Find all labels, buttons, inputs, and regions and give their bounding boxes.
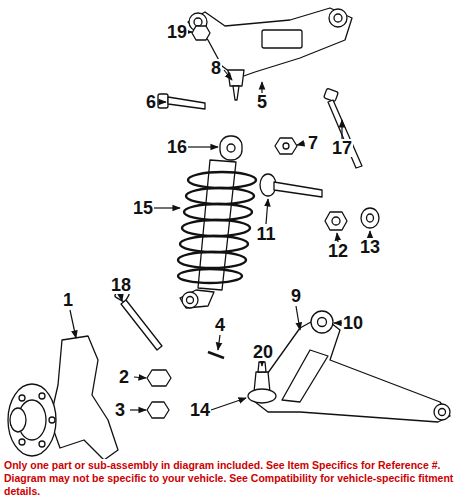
- callout-number: 19: [166, 23, 188, 41]
- callout-number: 6: [145, 93, 157, 111]
- callout-number: 9: [290, 287, 302, 305]
- callout-number: 17: [331, 139, 353, 157]
- callout-number: 12: [327, 242, 349, 260]
- callout-number: 5: [256, 93, 268, 111]
- callout-number: 18: [110, 276, 132, 294]
- callout-number: 20: [252, 343, 274, 361]
- callout-number: 7: [307, 134, 319, 152]
- callout-number: 13: [359, 238, 381, 256]
- callout-number: 14: [189, 401, 211, 419]
- callout-number: 3: [114, 401, 126, 419]
- callout-number: 16: [166, 138, 188, 156]
- callout-number: 2: [118, 368, 130, 386]
- callout-number: 1: [62, 291, 74, 309]
- callout-number: 10: [342, 314, 364, 332]
- callout-number: 15: [132, 199, 154, 217]
- disclaimer-note: Only one part or sub-assembly in diagram…: [4, 459, 465, 498]
- callout-number: 4: [214, 316, 226, 334]
- callout-number: 11: [255, 225, 276, 243]
- callout-number: 8: [210, 59, 222, 77]
